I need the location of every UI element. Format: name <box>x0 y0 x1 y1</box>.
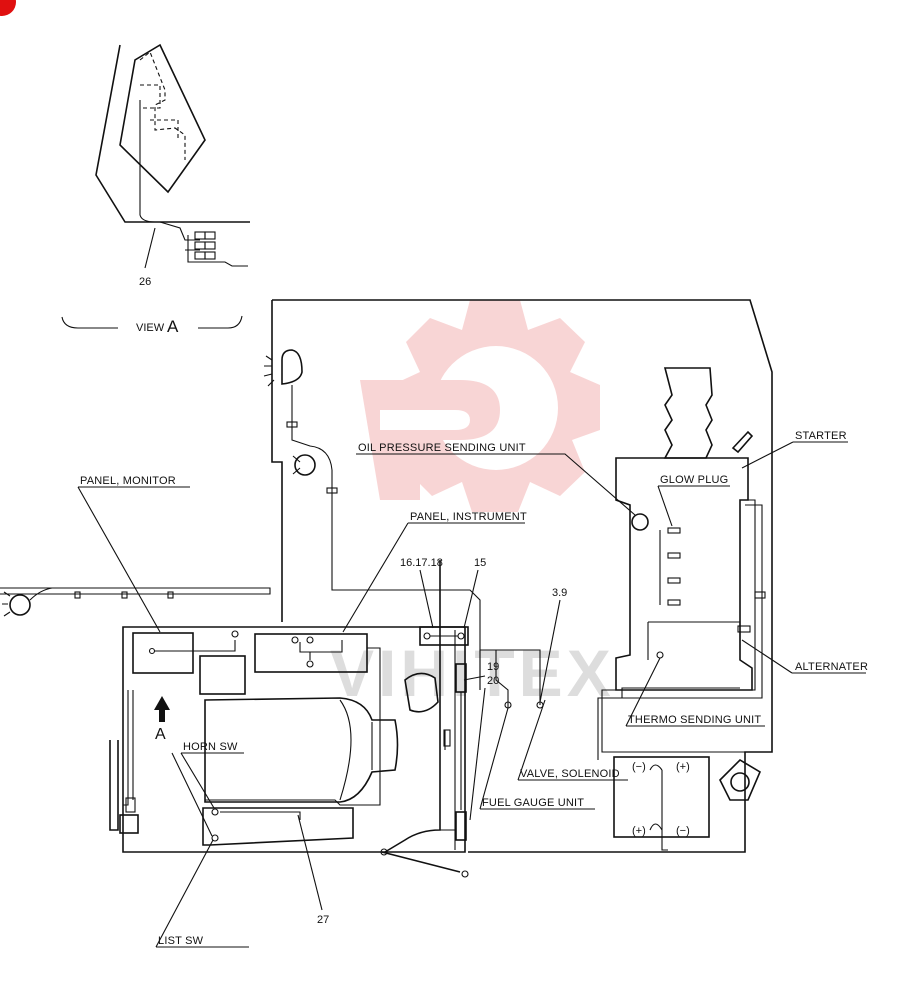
part-15: 15 <box>474 557 486 569</box>
label-starter: STARTER <box>795 430 847 442</box>
part-3-9: 3.9 <box>552 587 567 599</box>
label-panel-instrument: PANEL, INSTRUMENT <box>410 511 527 523</box>
label-horn-sw: HORN SW <box>183 741 238 753</box>
fuse-box <box>419 626 469 646</box>
cab-interior <box>109 560 544 878</box>
part-20: 20 <box>487 675 499 687</box>
label-thermo: THERMO SENDING UNIT <box>628 714 761 726</box>
label-list-sw: LIST SW <box>158 935 204 947</box>
view-letter: A <box>167 317 179 336</box>
engine <box>597 367 766 760</box>
label-glow-plug: GLOW PLUG <box>660 474 728 486</box>
battery: (−) (+) (+) (−) <box>613 756 762 851</box>
battery-pos-2: (+) <box>632 825 646 837</box>
view-a-detail: 26 VIEW A <box>61 43 250 336</box>
machine-outline <box>122 299 773 853</box>
label-oil-pressure: OIL PRESSURE SENDING UNIT <box>358 442 526 454</box>
part-27: 27 <box>317 914 329 926</box>
corner-mark <box>0 0 16 16</box>
label-fuel-gauge: FUEL GAUGE UNIT <box>482 797 584 809</box>
work-lamp-upper <box>263 349 481 690</box>
battery-neg-2: (−) <box>676 825 690 837</box>
view-arrow: A <box>154 696 170 743</box>
view-arrow-letter: A <box>155 726 166 743</box>
battery-neg-1: (−) <box>632 761 646 773</box>
part-16-17-18: 16.17.18 <box>400 557 443 569</box>
part-26: 26 <box>139 276 151 288</box>
part-19: 19 <box>487 661 499 673</box>
panel-monitor-box <box>132 632 194 674</box>
battery-pos-1: (+) <box>676 761 690 773</box>
panel-instrument-box <box>254 633 368 673</box>
watermark-logo <box>360 300 600 512</box>
view-label: VIEW <box>136 322 165 334</box>
watermark-text: VIHITEX <box>330 636 615 710</box>
label-valve: VALVE, SOLENOID <box>520 768 620 780</box>
labels: PANEL, MONITOR PANEL, INSTRUMENT OIL PRE… <box>77 430 868 948</box>
label-panel-monitor: PANEL, MONITOR <box>80 475 176 487</box>
label-alternator: ALTERNATER <box>795 661 868 673</box>
horn <box>292 454 316 476</box>
boom-harness <box>0 587 271 617</box>
